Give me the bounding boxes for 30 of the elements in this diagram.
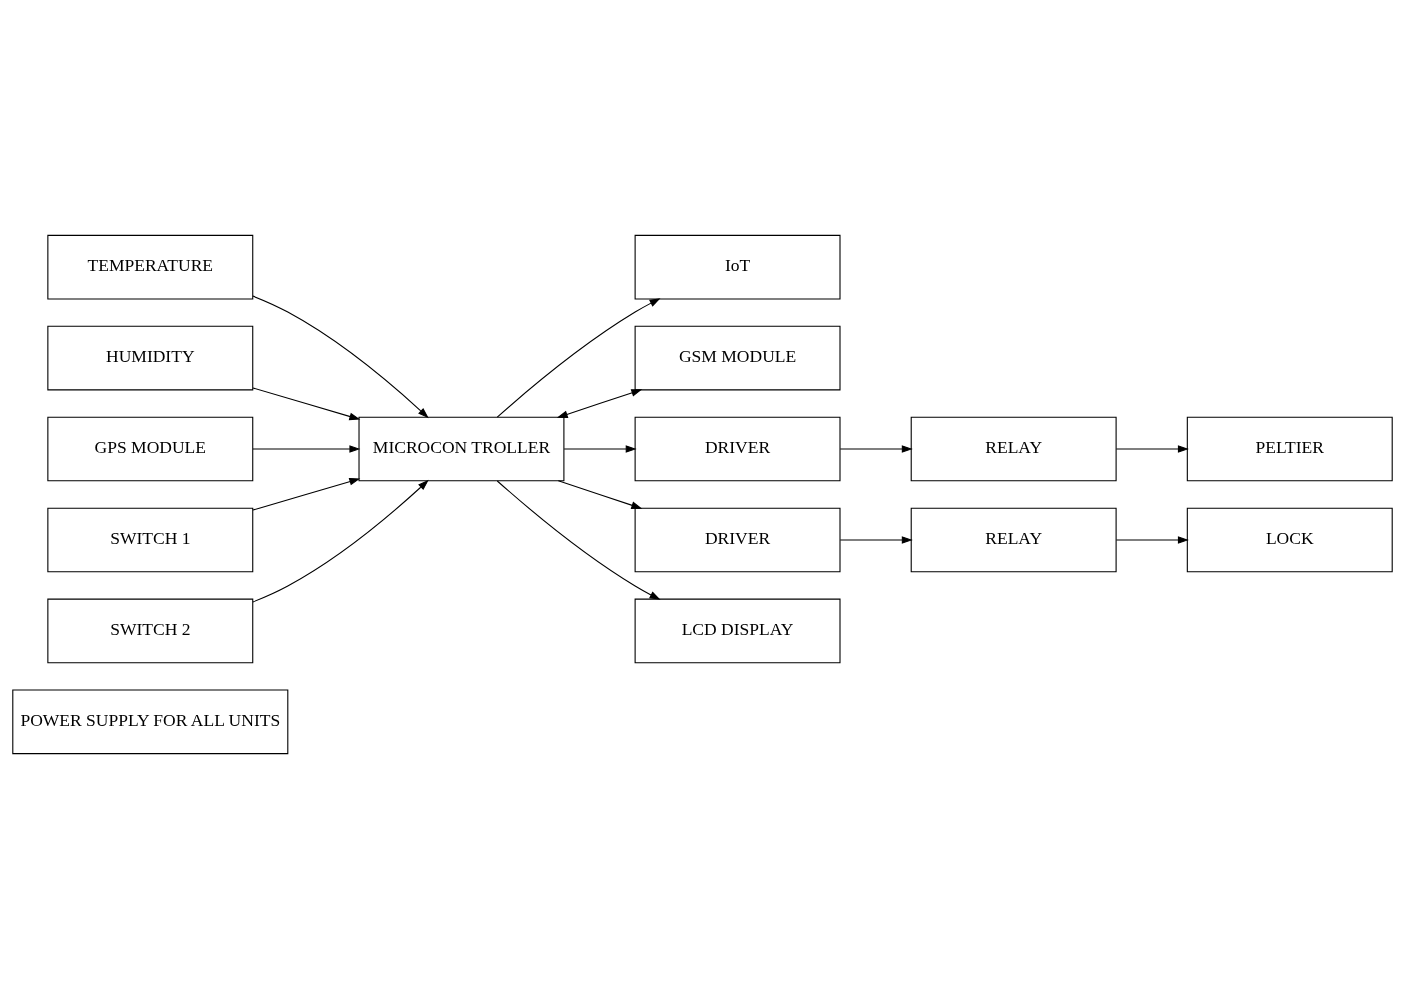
arrow xyxy=(252,386,361,420)
node-box: POWER SUPPLY FOR ALL UNITS xyxy=(12,689,289,754)
node-box: SWITCH 1 xyxy=(47,507,254,572)
node-box: HUMIDITY xyxy=(47,325,254,390)
node-box: DRIVER xyxy=(634,416,841,481)
arrow xyxy=(1115,535,1189,544)
node-box: RELAY xyxy=(910,507,1117,572)
arrow xyxy=(496,297,661,418)
arrow xyxy=(252,444,361,453)
arrow xyxy=(839,535,913,544)
node-box: PELTIER xyxy=(1186,416,1393,481)
arrow xyxy=(252,479,429,602)
node-box: GPS MODULE xyxy=(47,416,254,481)
arrow xyxy=(252,477,361,511)
node-box: LCD DISPLAY xyxy=(634,598,841,663)
node-box: TEMPERATURE xyxy=(47,234,254,299)
node-box: GSM MODULE xyxy=(634,325,841,390)
node-box: MICROCON TROLLER xyxy=(358,416,565,481)
node-box: DRIVER xyxy=(634,507,841,572)
arrow xyxy=(557,479,643,509)
arrow xyxy=(556,388,643,418)
node-box: SWITCH 2 xyxy=(47,598,254,663)
arrow xyxy=(563,444,637,453)
arrow xyxy=(496,479,661,600)
node-box: IoT xyxy=(634,234,841,299)
node-box: LOCK xyxy=(1186,507,1393,572)
arrow xyxy=(252,295,429,418)
node-box: RELAY xyxy=(910,416,1117,481)
arrow xyxy=(839,444,913,453)
arrow xyxy=(1115,444,1189,453)
